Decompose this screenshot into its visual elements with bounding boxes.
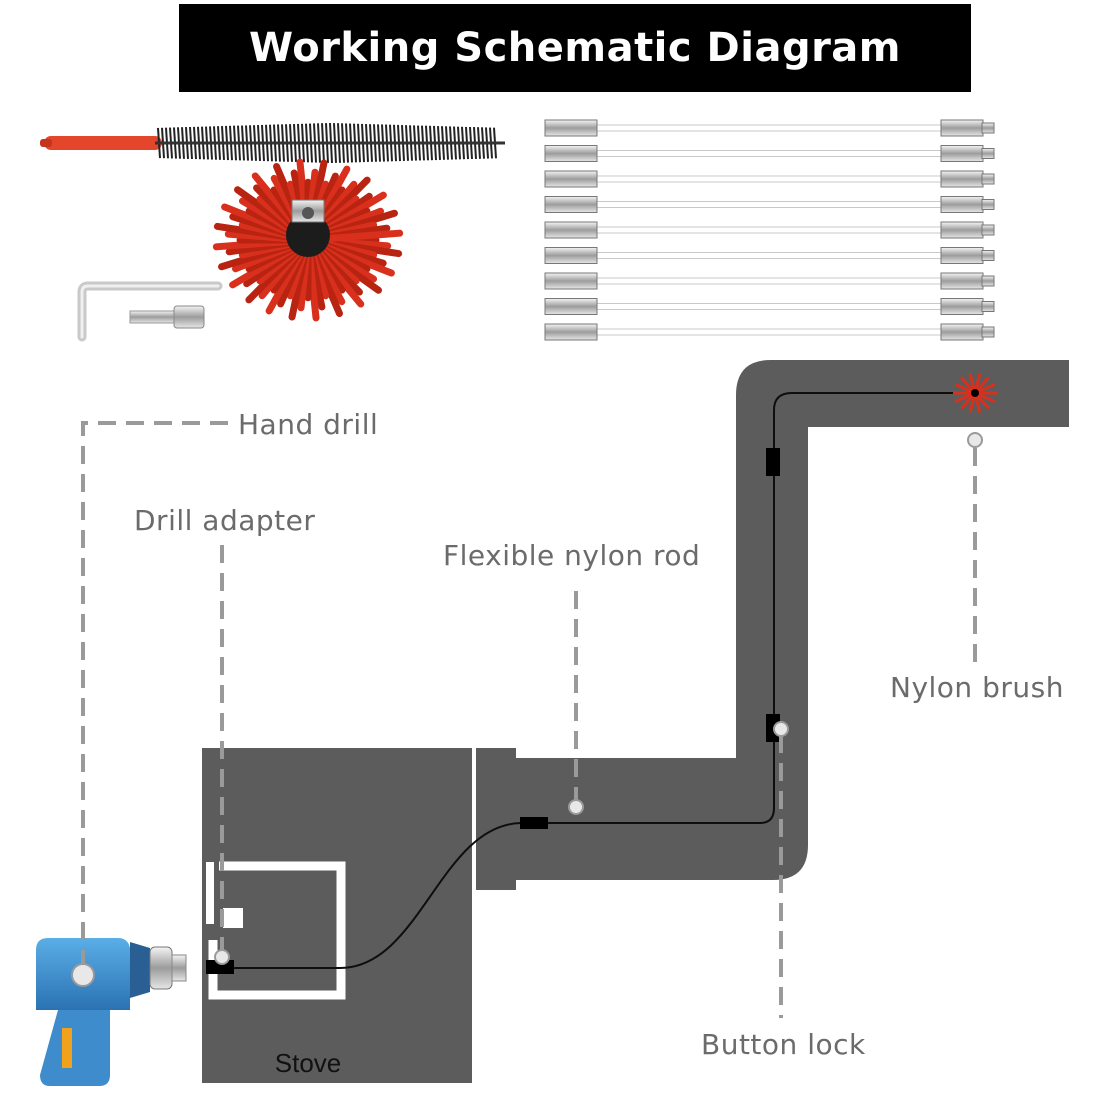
mini-brush-icon bbox=[953, 373, 997, 413]
page-title: Working Schematic Diagram bbox=[249, 25, 901, 71]
hand-drill-icon bbox=[36, 938, 187, 1086]
nylon-brush-label: Nylon brush bbox=[890, 671, 1064, 704]
long-bristle-brush-icon bbox=[40, 122, 505, 164]
drill-adapter-icon bbox=[129, 305, 205, 329]
nylon-rods-icon bbox=[544, 119, 995, 341]
stove bbox=[202, 748, 472, 1083]
flexible-rod-marker bbox=[568, 799, 584, 815]
flexible-nylon-rod-label: Flexible nylon rod bbox=[443, 539, 700, 572]
stove-label: Stove bbox=[275, 1048, 342, 1078]
drill-adapter-marker bbox=[214, 949, 230, 965]
chimney-duct bbox=[206, 360, 1069, 974]
hand-drill-leader bbox=[81, 421, 232, 968]
title-banner: Working Schematic Diagram bbox=[179, 4, 971, 92]
button-lock-marker bbox=[773, 721, 789, 737]
nylon-brush-marker bbox=[967, 432, 983, 448]
round-nylon-brush-icon bbox=[212, 158, 404, 322]
hand-drill-label: Hand drill bbox=[238, 408, 378, 441]
allen-wrench-icon bbox=[77, 281, 223, 342]
drill-adapter-label: Drill adapter bbox=[134, 504, 315, 537]
hand-drill-marker bbox=[71, 963, 95, 987]
button-lock-label: Button lock bbox=[701, 1028, 866, 1061]
